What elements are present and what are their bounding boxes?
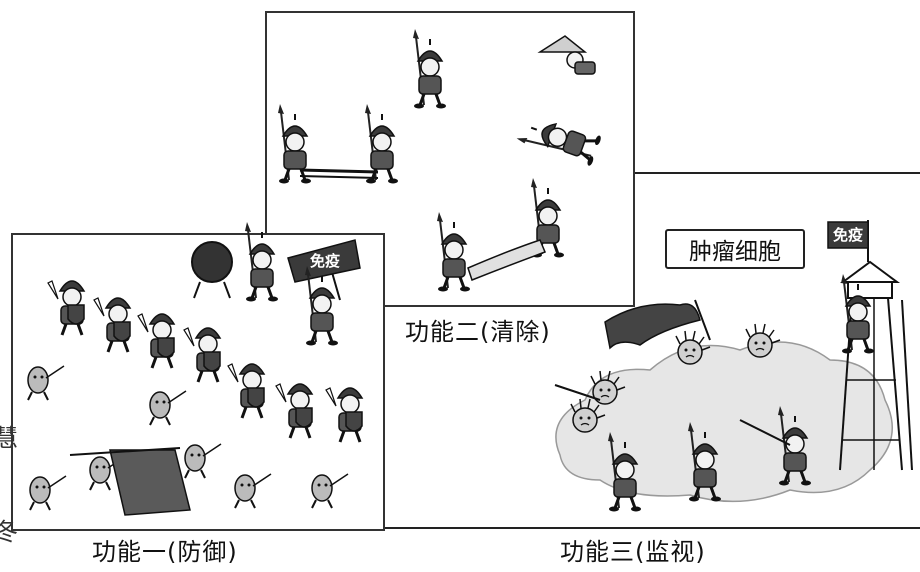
caption-function-three: 功能三(监视)	[560, 538, 706, 566]
caption-function-two: 功能二(清除)	[405, 318, 551, 346]
immune-flag-tower-text: 免疫	[833, 226, 863, 244]
tumor-flag	[604, 303, 701, 350]
invader-banner	[109, 449, 191, 516]
tumor-cell-label: 肿瘤细胞	[665, 229, 805, 269]
war-drum	[191, 241, 233, 283]
tumor-mass-cloud	[555, 341, 893, 503]
straw-hat	[537, 35, 588, 53]
panel-one: 免疫	[11, 220, 385, 531]
panel-three: 免疫	[385, 172, 920, 529]
immune-flag-text: 免疫	[310, 252, 340, 270]
caption-function-one: 功能一(防御)	[92, 538, 238, 566]
edge-glyph: 慧	[0, 424, 18, 452]
edge-glyph: 冬	[0, 518, 18, 546]
stretcher-with-patient	[467, 239, 546, 281]
stretcher	[299, 168, 379, 174]
watchtower: 免疫	[827, 220, 913, 471]
immune-flag-tower	[827, 221, 869, 249]
